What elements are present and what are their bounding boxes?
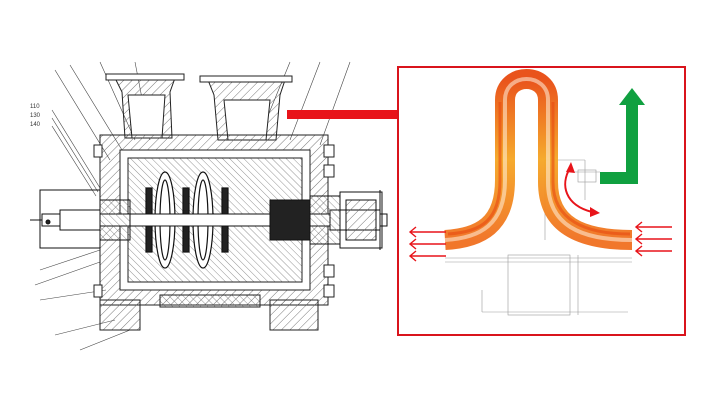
inflow-arrows-right: [634, 221, 672, 257]
recirculation-arrow: [564, 162, 600, 217]
callout-label: 110: [30, 104, 40, 110]
pump-cross-section-drawing: 110 130 140: [30, 61, 388, 351]
outflow-arrow: [600, 88, 645, 184]
callout-label: 140: [30, 122, 41, 128]
bearings-and-seals: [30, 189, 383, 250]
callout-label: 130: [30, 113, 41, 119]
detail-panel: [397, 66, 686, 336]
nozzles: [105, 73, 293, 141]
flow-path: [444, 69, 633, 250]
inflow-arrows-left: [408, 226, 446, 262]
arrow-shaft: [287, 110, 405, 119]
